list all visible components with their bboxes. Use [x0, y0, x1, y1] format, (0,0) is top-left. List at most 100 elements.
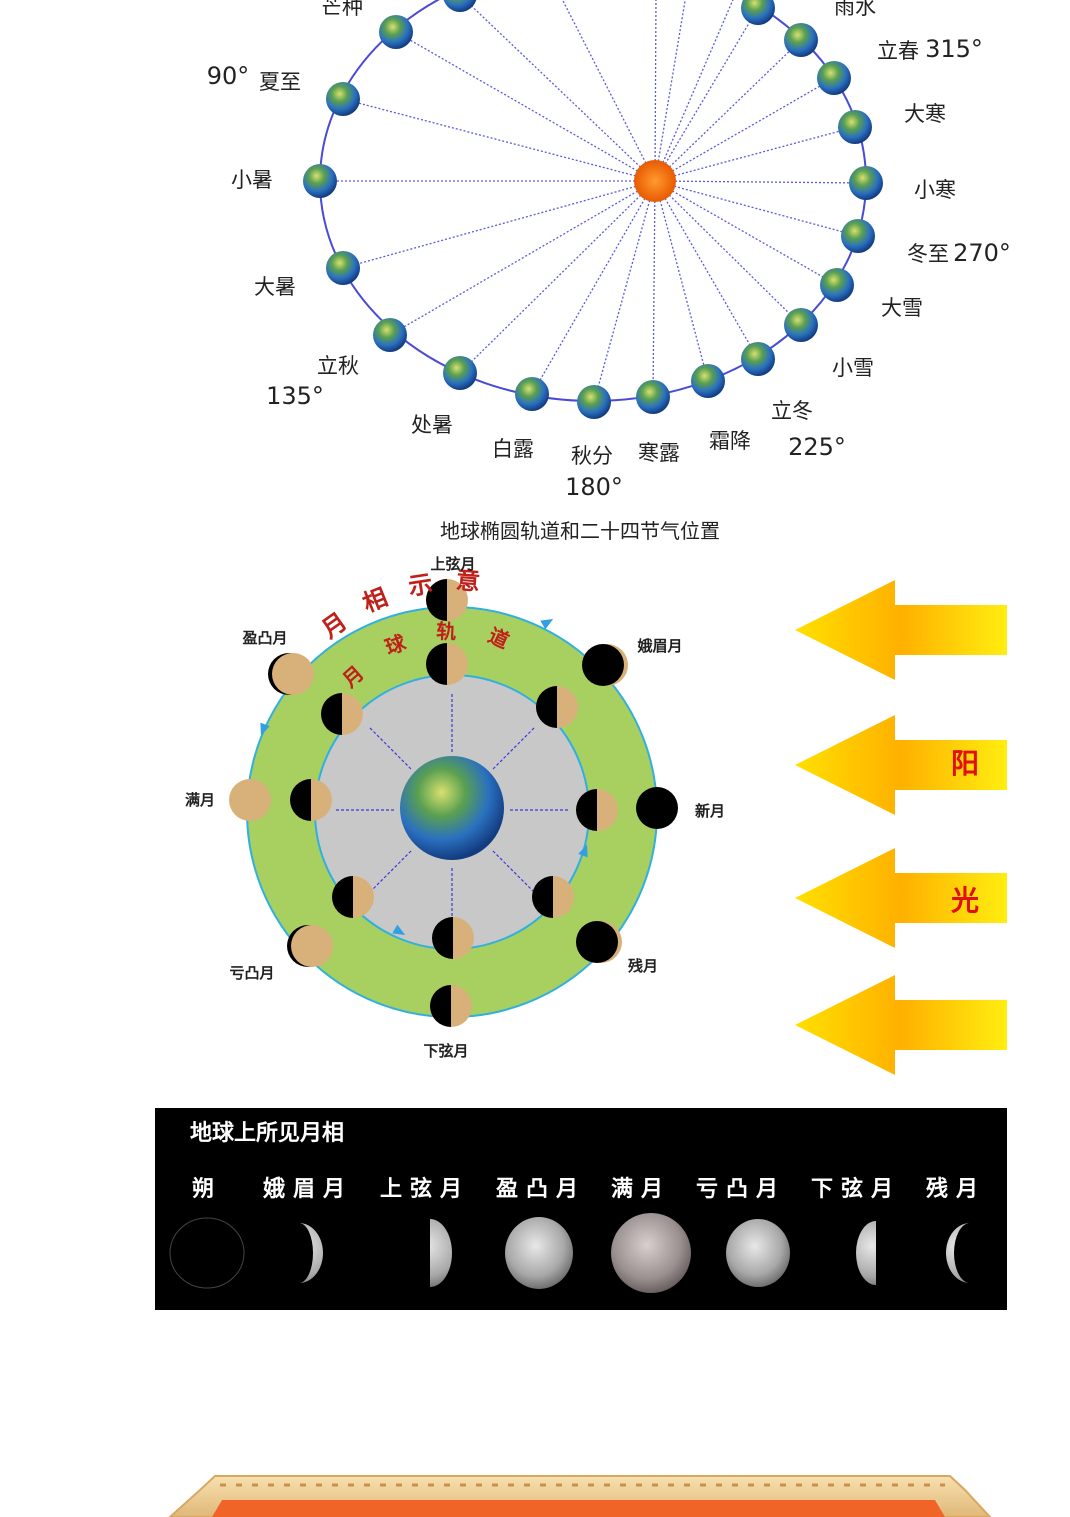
phase-label: 上弦月	[430, 555, 475, 573]
degree-label: 315°	[925, 35, 983, 63]
term-label: 寒露	[638, 441, 680, 465]
sunlight-label: 光	[950, 884, 979, 917]
earth-position	[379, 15, 413, 49]
earth-position	[741, 342, 775, 376]
moon-phase	[287, 925, 333, 967]
phase-strip-label: 满月	[611, 1177, 671, 1202]
term-label: 霜降	[709, 429, 751, 453]
earth-position	[784, 308, 818, 342]
phase-label: 新月	[695, 802, 725, 820]
sunlight-arrow-icon	[795, 580, 1007, 680]
sun-ray	[654, 0, 734, 182]
sun-ray	[654, 180, 709, 382]
phase-strip-label: 亏凸月	[696, 1177, 786, 1202]
phase-strip-label: 残月	[926, 1176, 986, 1202]
moon-photo	[611, 1213, 691, 1293]
term-label: 秋分	[571, 444, 613, 468]
moon-phase	[229, 779, 271, 821]
new-moon	[169, 1217, 245, 1289]
sunlight-label: 阳	[951, 747, 979, 780]
sun-ray	[654, 7, 759, 182]
earth-position	[443, 0, 477, 12]
moon	[432, 917, 474, 959]
earth-globe	[400, 756, 504, 860]
earth-position	[373, 318, 407, 352]
term-label: 芒种	[321, 0, 363, 19]
term-label: 冬至	[907, 242, 949, 266]
term-label: 大寒	[904, 102, 946, 126]
moon-phase	[636, 787, 678, 829]
sun-ray	[654, 180, 802, 326]
earth-position	[326, 251, 360, 285]
term-label: 处暑	[411, 413, 453, 437]
moon-phase	[576, 921, 622, 963]
earth-position	[784, 23, 818, 57]
sun-ray	[654, 0, 657, 182]
light-direction-arrow	[368, 850, 412, 894]
phase-label: 亏凸月	[229, 964, 274, 982]
term-label: 夏至	[259, 70, 301, 94]
phase-label: 盈凸月	[241, 629, 287, 647]
orbit-direction-icon	[260, 722, 270, 736]
earth-position	[515, 377, 549, 411]
light-direction-arrow	[492, 850, 536, 894]
term-label: 立秋	[317, 354, 359, 378]
earth-position	[838, 110, 872, 144]
moon	[321, 693, 363, 735]
moon	[426, 579, 468, 621]
earth-position	[636, 380, 670, 414]
moon-phase	[268, 653, 314, 695]
moon-photo	[505, 1217, 573, 1289]
phase-label: 满月	[185, 791, 215, 809]
earth-position	[577, 385, 611, 419]
sun-ray	[652, 180, 656, 398]
term-label: 大暑	[254, 275, 296, 299]
sun-ray	[654, 0, 686, 182]
orbit-caption: 地球椭圆轨道和二十四节气位置	[440, 519, 720, 543]
term-label: 小暑	[231, 168, 273, 192]
degree-label: 180°	[565, 473, 623, 501]
sun-ray	[342, 180, 656, 269]
light-direction-arrow	[492, 726, 536, 770]
phase-label: 残月	[628, 957, 658, 975]
sun-ray	[654, 39, 802, 182]
sun-ray	[593, 180, 656, 403]
sun-ray	[395, 31, 656, 182]
term-label: 大雪	[881, 296, 923, 320]
moon-photo	[430, 1219, 452, 1287]
phase-strip-label: 下弦月	[811, 1176, 901, 1202]
sun-ray	[654, 180, 838, 286]
phase-strip-label: 朔	[192, 1177, 222, 1202]
earth-position	[691, 364, 725, 398]
earth-position	[817, 61, 851, 95]
orbit-direction-icon	[540, 619, 554, 630]
sun-ray	[561, 0, 656, 182]
moon-photo	[726, 1219, 790, 1287]
degree-label: 225°	[788, 433, 846, 461]
phase-label: 下弦月	[423, 1042, 468, 1060]
moon	[332, 876, 374, 918]
moon	[290, 779, 332, 821]
phase-strip-title: 地球上所见月相	[190, 1121, 344, 1146]
earth-position	[443, 356, 477, 390]
term-label: 立冬	[771, 399, 813, 423]
sunlight-arrow-icon	[795, 715, 1007, 815]
phase-strip: 地球上所见月相 朔娥眉月上弦月盈凸月满月亏凸月下弦月残月	[155, 1108, 1007, 1310]
moon	[576, 789, 618, 831]
degree-label: 270°	[953, 239, 1011, 267]
moon	[536, 686, 578, 728]
sunlight-arrows	[795, 580, 1007, 1075]
orbit-direction-icon	[392, 924, 406, 935]
term-label: 小雪	[832, 356, 874, 380]
sun-ray	[342, 98, 656, 182]
sun-ray	[654, 77, 835, 182]
sun-ray	[531, 180, 656, 395]
degree-label: 90°	[207, 62, 250, 90]
moon-phase-diagram: 月相示意 月球轨道 上弦月 娥眉月 新月 残月 下弦月 亏凸月 满月 盈凸月	[185, 555, 725, 1060]
earth-orbit-diagram: 芒种 90° 夏至 小暑 大暑 立秋 135° 处暑 白露 秋分 180° 寒露…	[207, 0, 1011, 543]
moon	[426, 643, 468, 685]
term-label: 雨水	[834, 0, 876, 19]
sun-ray	[654, 126, 856, 182]
sun-ray	[654, 180, 859, 237]
